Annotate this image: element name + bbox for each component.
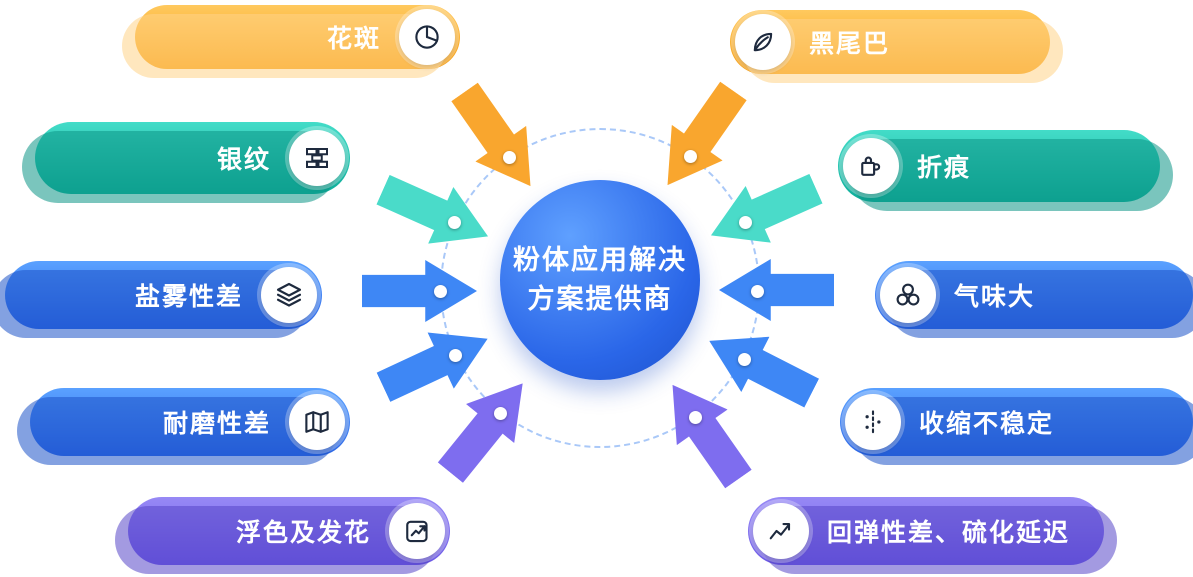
issue-pill-yinwen: 银纹 [35, 122, 350, 194]
issue-label: 花斑 [326, 24, 381, 53]
issue-label: 盐雾性差 [134, 282, 243, 311]
issue-pill-qiwei: 气味大 [875, 261, 1193, 329]
issue-pill-yanwu: 盐雾性差 [5, 261, 322, 329]
orbit-dot [434, 285, 447, 298]
center-title-circle: 粉体应用解决 方案提供商 [500, 180, 700, 380]
issue-label: 耐磨性差 [162, 409, 271, 438]
pie-chart-icon [399, 9, 455, 65]
center-title-line2: 方案提供商 [527, 284, 673, 315]
puzzle-icon [843, 138, 899, 194]
issue-pill-huitan: 回弹性差、硫化延迟 [748, 497, 1104, 565]
map-icon [289, 394, 345, 450]
issue-label: 黑尾巴 [809, 29, 891, 58]
issue-label: 浮色及发花 [235, 518, 371, 547]
trend-box-icon [389, 503, 445, 559]
orbit-dot [739, 216, 752, 229]
orbit-dot [751, 285, 764, 298]
issue-label: 收缩不稳定 [919, 409, 1055, 438]
issue-label: 回弹性差、硫化延迟 [827, 518, 1071, 547]
issue-pill-zhehen: 折痕 [838, 130, 1160, 202]
issue-pill-heiweiba: 黑尾巴 [730, 10, 1050, 74]
bubbles-icon [880, 267, 936, 323]
orbit-dot [684, 150, 697, 163]
orbit-dot [689, 411, 702, 424]
orbit-dot [494, 407, 507, 420]
issue-pill-fuse: 浮色及发花 [128, 497, 450, 565]
issue-pill-huaban: 花斑 [135, 5, 460, 69]
issue-pill-shousuo: 收缩不稳定 [840, 388, 1193, 456]
center-title-line1: 粉体应用解决 [513, 244, 687, 276]
issue-label: 气味大 [954, 282, 1036, 311]
chart-up-icon [753, 503, 809, 559]
orbit-dot [738, 353, 751, 366]
orbit-dot [449, 349, 462, 362]
orbit-dot [448, 216, 461, 229]
bricks-icon [289, 130, 345, 186]
layers-icon [261, 267, 317, 323]
leaf-icon [735, 14, 791, 70]
issue-label: 银纹 [216, 145, 271, 174]
shrink-icon [845, 394, 901, 450]
orbit-dot [503, 151, 516, 164]
issue-label: 折痕 [917, 153, 972, 182]
issue-pill-naimo: 耐磨性差 [30, 388, 350, 456]
